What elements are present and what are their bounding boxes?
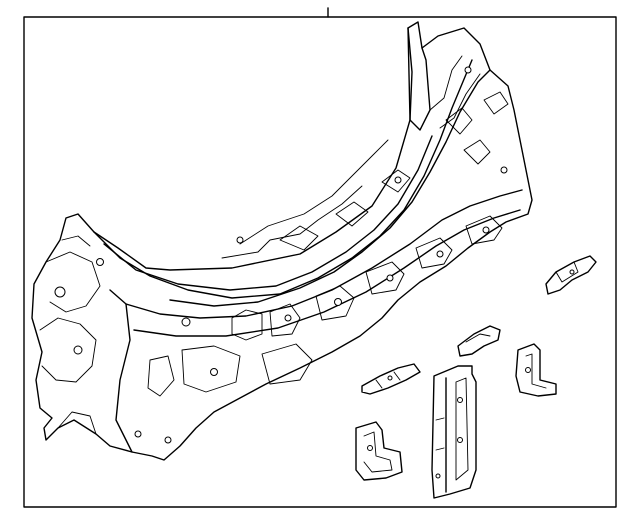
reinforcement-vertical [431,365,477,499]
diagram-frame [23,7,617,508]
bracket-right-lower [515,343,557,397]
bracket-center [457,325,501,357]
bracket-lower-left [355,421,403,481]
bracket-small-upper-right [545,255,597,295]
bracket-left-lower [361,363,421,395]
rear-body-panel [31,21,533,461]
